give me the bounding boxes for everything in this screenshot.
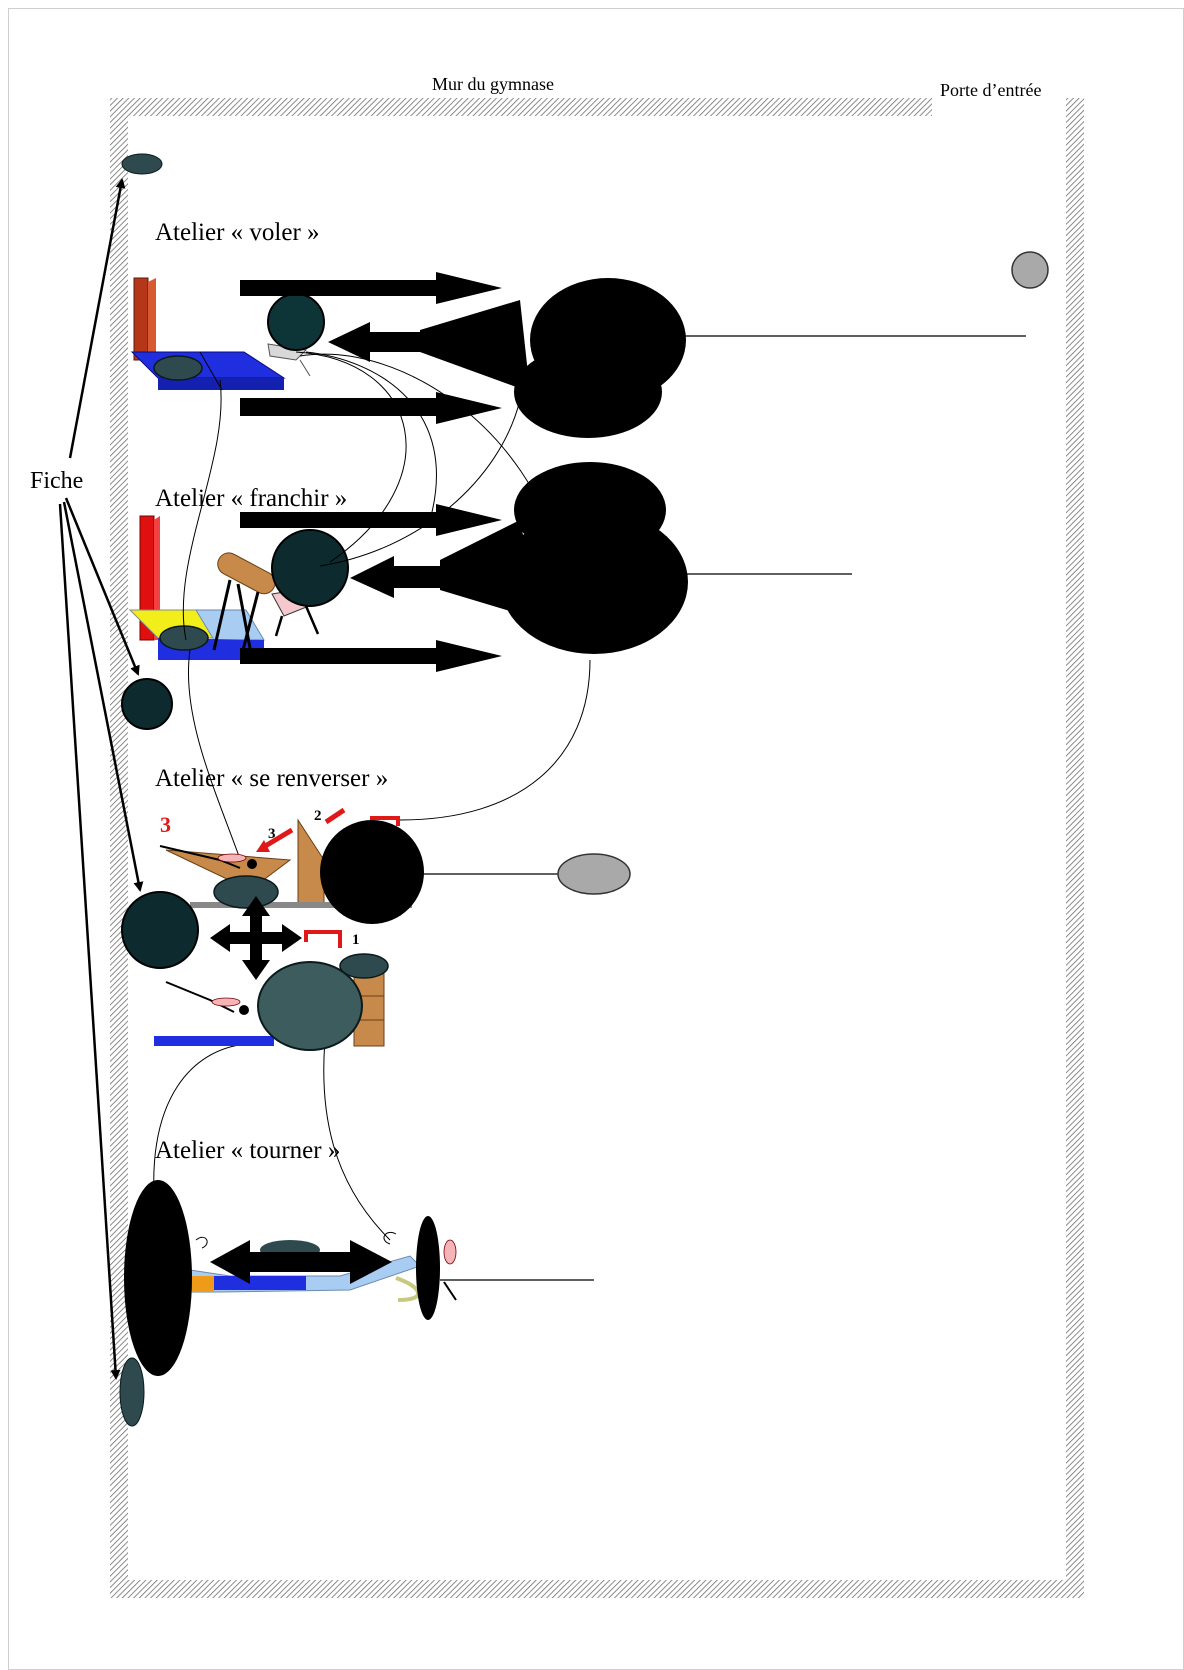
grey-marker bbox=[1011, 251, 1049, 289]
workshop-title-renverser: Atelier « se renverser » bbox=[155, 765, 388, 792]
vertical-mat bbox=[133, 277, 149, 361]
workshop-title-franchir: Atelier « franchir » bbox=[155, 485, 347, 512]
four-way-arrow-icon bbox=[210, 896, 302, 980]
sheet-label: Fiche bbox=[30, 468, 83, 494]
workshop-title-tourner: Atelier « tourner » bbox=[155, 1137, 340, 1164]
step-number: 2 bbox=[314, 808, 322, 824]
blue-mat bbox=[210, 1276, 306, 1290]
vertical-mat-side bbox=[148, 278, 156, 360]
connector-curves bbox=[153, 351, 591, 1241]
blue-mat-edge bbox=[158, 378, 284, 390]
sheet-arrows bbox=[58, 178, 144, 1380]
door-label: Porte d’entrée bbox=[940, 80, 1041, 100]
workshop-title-voler: Atelier « voler » bbox=[155, 219, 320, 246]
orange-wedge bbox=[186, 1276, 214, 1292]
top-wall bbox=[110, 98, 932, 116]
workshop-renverser: 3 3 2 1 bbox=[121, 807, 631, 1051]
right-arrow-icon bbox=[240, 640, 502, 672]
double-arrow-icon bbox=[210, 1240, 392, 1284]
grey-marker bbox=[557, 853, 631, 895]
bottom-wall bbox=[110, 1580, 1084, 1598]
marker-circle bbox=[121, 678, 173, 730]
vault-horse bbox=[212, 552, 276, 655]
beam bbox=[190, 902, 412, 908]
workshop-franchir bbox=[128, 462, 852, 672]
step-number: 3 bbox=[160, 812, 171, 837]
gym-wall-frame bbox=[110, 98, 1084, 1598]
wall-label: Mur du gymnase bbox=[432, 74, 554, 94]
marker-ellipse bbox=[121, 153, 163, 175]
right-arrow-icon bbox=[240, 392, 502, 424]
blue-mat bbox=[154, 1036, 274, 1046]
step-number: 1 bbox=[352, 932, 360, 948]
right-arrow-icon bbox=[240, 504, 502, 536]
step-number: 3 bbox=[268, 826, 276, 842]
workshop-tourner bbox=[119, 1180, 594, 1427]
workshop-voler bbox=[130, 272, 1026, 438]
left-wall bbox=[110, 98, 128, 1598]
right-arrow-icon bbox=[240, 272, 502, 304]
right-wall bbox=[1066, 98, 1084, 1598]
wedge-block bbox=[297, 818, 325, 905]
